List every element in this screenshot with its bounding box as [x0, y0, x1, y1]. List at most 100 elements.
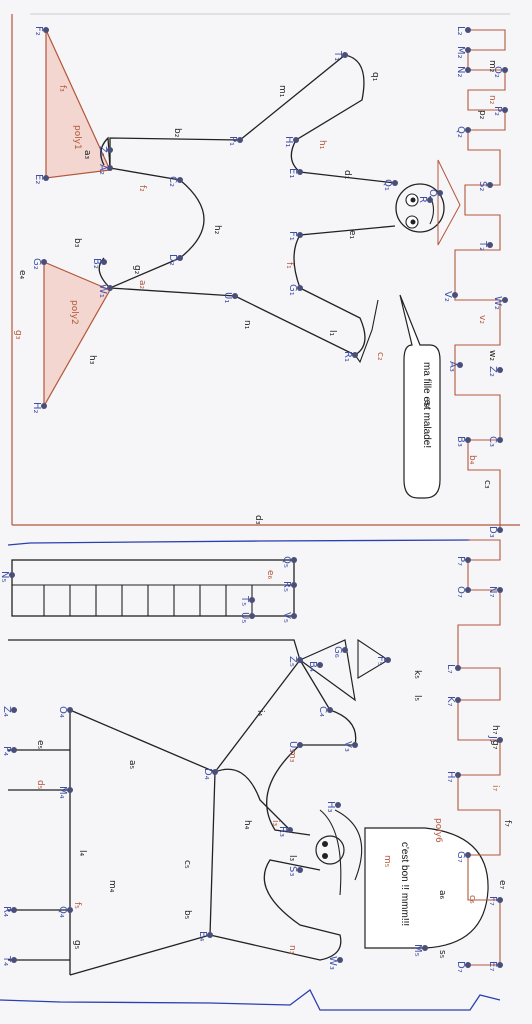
bottom-segment-label: h₄: [242, 820, 252, 830]
poly2-triangle: [43, 261, 111, 409]
speech-bubble-bottom: [364, 827, 489, 949]
speech-bubble-bottom-text: c'est bon !! mmm!!!: [399, 842, 410, 926]
bottom-top-line: [8, 639, 301, 661]
top-arm-lower: [109, 225, 396, 356]
bottom-segment-label: k₅: [412, 670, 422, 679]
top-point-a3: [457, 362, 463, 368]
bottom-segment-label: m₄: [107, 880, 117, 893]
bottom-point-w3: [337, 957, 343, 963]
bottom-point-p4: [11, 747, 17, 753]
bottom-point-label-n5: N₅: [0, 571, 10, 583]
top-point-label-f1: F₁: [287, 231, 298, 241]
bottom-point-e4: [207, 932, 213, 938]
top-point-label-t1: T₁: [332, 50, 343, 61]
top-point-label-r: R: [417, 196, 428, 203]
bottom-segment-label: n₃: [287, 945, 297, 955]
bottom-segment-label: i₃: [270, 820, 280, 827]
top-segment-label: a₃: [82, 150, 92, 160]
bottom-point-label-m5: M₅: [412, 944, 423, 957]
bottom-point-t4: [11, 957, 17, 963]
bottom-segment-label: l₄: [77, 850, 87, 857]
poly2-label: poly2: [69, 300, 79, 325]
bottom-point-label-l7: L₇: [445, 664, 456, 674]
top-point-o: [437, 190, 443, 196]
top-segment-label: w₂: [487, 350, 497, 361]
bottom-segment-label: a₆: [437, 890, 447, 900]
top-point-b2: [101, 259, 107, 265]
bottom-segment-label: e₅: [35, 740, 45, 750]
bottom-point-b4: [317, 662, 323, 668]
bottom-segment-label: e₆: [265, 570, 275, 580]
bottom-segment-label: c₅: [182, 860, 192, 869]
bottom-point-label-h7: H₇: [445, 771, 456, 783]
top-segment-label: b₂: [172, 128, 182, 138]
bottom-point-label-t5: T₅: [239, 595, 250, 606]
top-point-label-f2: F₂: [33, 26, 44, 36]
bottom-point-s3: [297, 867, 303, 873]
top-segment-label: b₃: [72, 238, 82, 248]
poly6-label: poly6: [433, 818, 443, 843]
top-point-label-l2: L₂: [455, 26, 466, 36]
bottom-point-label-z5: Z₅: [287, 656, 298, 667]
bottom-segment-label: g₇: [490, 740, 500, 750]
bottom-point-g6: [342, 647, 348, 653]
top-point-w2: [502, 297, 508, 303]
bottom-segment-label: f₅: [72, 902, 82, 909]
top-point-g1: [297, 285, 303, 291]
bottom-point-label-u5: U₅: [239, 612, 250, 623]
bottom-point-label-g6: G₆: [332, 646, 343, 658]
top-point-u1: [232, 293, 238, 299]
bottom-segment-label: b₅: [182, 910, 192, 920]
top-point-label-w1: W₁: [97, 284, 108, 298]
bottom-point-r4: [11, 907, 17, 913]
top-segment-label: c₃: [482, 480, 492, 489]
top-segment-label: f₃: [57, 85, 67, 92]
bottom-point-u3: [297, 742, 303, 748]
top-pupil-left: [410, 197, 416, 203]
top-point-d3: [497, 527, 503, 533]
top-point-e2: [43, 175, 49, 181]
top-segment-label: e₄: [17, 270, 27, 280]
top-point-label-p1: P₁: [227, 136, 238, 146]
top-point-t2: [487, 242, 493, 248]
top-point-z1: [107, 147, 113, 153]
point-dots: [9, 27, 508, 968]
top-segment-label: n₂: [487, 95, 497, 105]
top-point-p2: [502, 107, 508, 113]
bottom-segment-label: g₅: [72, 940, 82, 950]
top-point-label-p2: P₂: [492, 106, 503, 116]
top-segment-label: m₂: [487, 60, 497, 73]
bottom-point-label-t4: T₄: [1, 955, 12, 966]
top-point-label-d2: D₂: [167, 254, 178, 266]
top-point-label-h1: H₁: [283, 136, 294, 148]
top-point-label-a2: A₂: [97, 164, 108, 175]
top-point-o2: [502, 67, 508, 73]
bottom-segment-label: e₇: [497, 880, 507, 890]
top-point-label-z1: Z₁: [97, 146, 108, 157]
bottom-hair-curves: [319, 809, 363, 896]
segment-labels-top: f₃a₃b₂f₂h₂g₂a₂b₃e₄g₃h₃m₁h₁d₁e₁f₁n₁l₁c₂q₁…: [13, 60, 497, 525]
bottom-point-label-d4: D₄: [202, 768, 213, 780]
bottom-pennant: [357, 638, 390, 679]
bottom-point-label-v3: V₃: [342, 741, 353, 752]
bottom-point-h7: [455, 772, 461, 778]
top-point-label-b3: B₃: [455, 436, 466, 447]
bottom-point-label-r3: R₃: [277, 826, 288, 837]
top-point-label-d3: D₃: [487, 526, 498, 538]
top-point-w1: [107, 285, 113, 291]
top-segment-label: a₄: [422, 400, 432, 410]
top-point-label-c2: C₂: [167, 176, 178, 187]
bottom-face-circle: [315, 835, 345, 865]
top-segment-label: a₂: [137, 280, 147, 290]
bottom-segment-label: l₃: [287, 855, 297, 862]
bottom-arm-lower: [209, 859, 342, 961]
top-segment-label: p₂: [477, 110, 487, 120]
bottom-point-q5: [291, 557, 297, 563]
bottom-segment-label: d₅: [35, 780, 45, 790]
bottom-point-label-g7: G₇: [455, 851, 466, 863]
bottom-point-label-j7: J₇: [487, 735, 498, 743]
bottom-segment-label: f₇: [502, 820, 512, 827]
bottom-point-t5: [249, 597, 255, 603]
